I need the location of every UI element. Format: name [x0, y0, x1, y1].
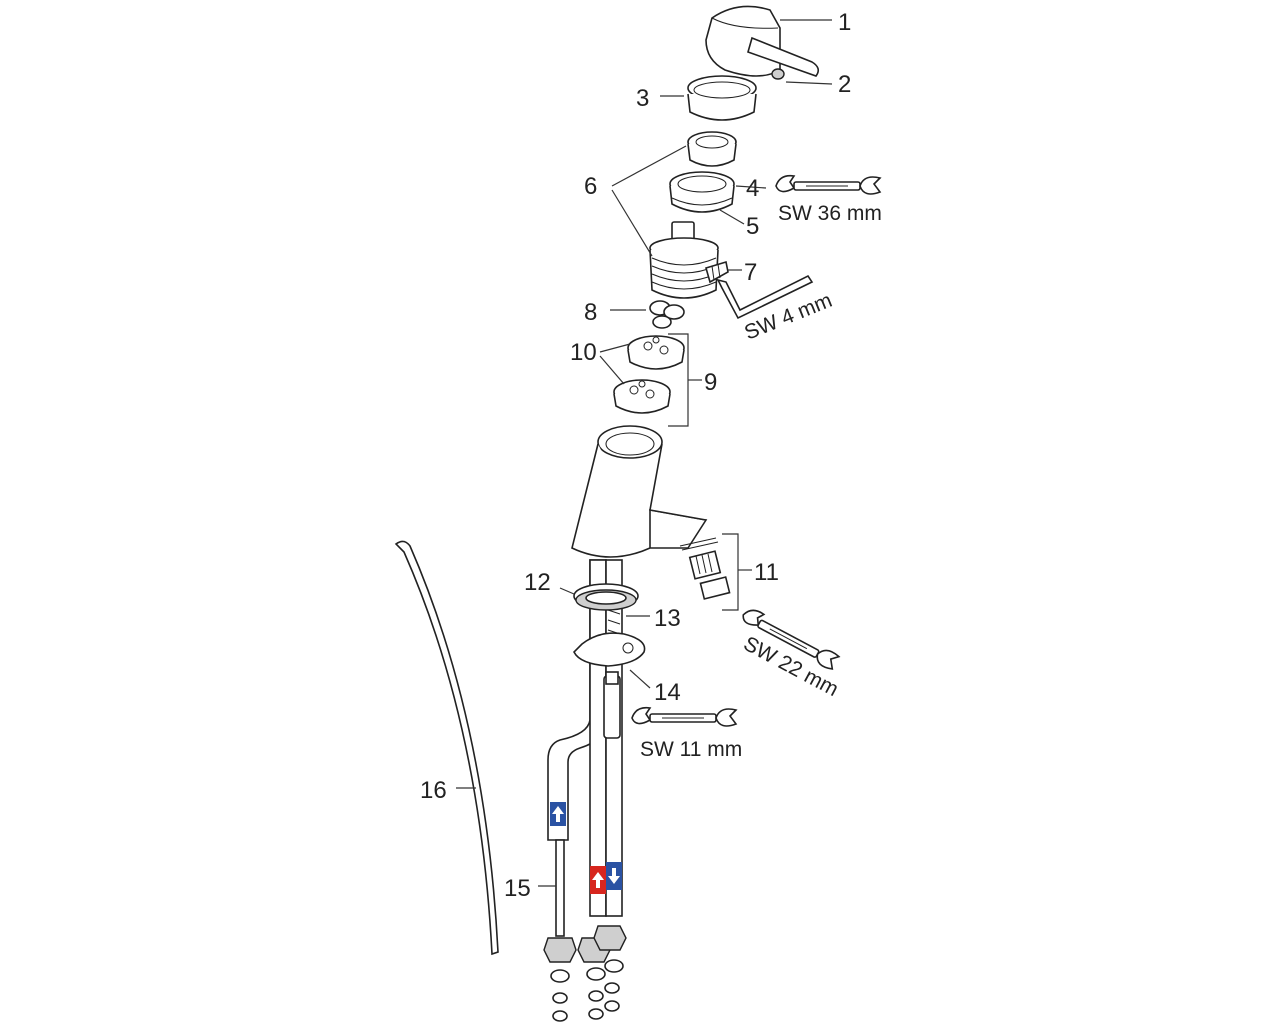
hot-marker [590, 866, 606, 894]
part-gasket [573, 583, 639, 611]
arrow-down-icon [608, 868, 620, 884]
part-nut [669, 171, 735, 213]
part-flexible-hose [394, 540, 499, 956]
leader-5 [719, 209, 745, 225]
leader-4 [735, 185, 767, 189]
wrench-size-4: SW 4 mm [741, 289, 835, 345]
leader-12 [559, 587, 575, 595]
leader-14 [629, 669, 651, 689]
wrench-size-36: SW 36 mm [778, 202, 882, 225]
label-5: 5 [746, 213, 759, 240]
leader-6b [611, 189, 653, 257]
label-13: 13 [654, 605, 681, 632]
leader-6a [611, 145, 687, 187]
label-2: 2 [838, 71, 851, 98]
cold-marker-lower [606, 862, 622, 890]
part-connection-rod [555, 839, 565, 937]
leader-10a [599, 343, 631, 353]
part-cartridge [649, 221, 719, 299]
part-o-rings [649, 300, 685, 329]
part-aerator [679, 537, 731, 600]
part-cover-ring [687, 75, 757, 121]
part-faucet-body [571, 425, 708, 558]
part-grub-screw [771, 68, 785, 80]
part-mounting-plate [573, 632, 646, 739]
leader-10b [599, 355, 625, 385]
wrench-icon [742, 609, 841, 670]
label-14: 14 [654, 679, 681, 706]
label-11: 11 [754, 559, 779, 586]
label-16: 16 [420, 777, 447, 804]
label-9: 9 [704, 369, 717, 396]
wrench-icon [775, 174, 882, 195]
part-screw [705, 260, 729, 284]
label-7: 7 [744, 259, 757, 286]
bracket-11 [722, 533, 739, 611]
label-10: 10 [570, 339, 597, 366]
label-15: 15 [504, 875, 531, 902]
part-valve-plate-lower [613, 379, 671, 414]
part-adapter [687, 131, 737, 167]
hex-key-icon [716, 274, 814, 320]
label-12: 12 [524, 569, 551, 596]
arrow-up-icon [592, 872, 604, 888]
leader-2 [785, 81, 833, 85]
label-6: 6 [584, 173, 597, 200]
label-4: 4 [746, 175, 759, 202]
wrench-size-11: SW 11 mm [640, 738, 742, 761]
label-3: 3 [636, 85, 649, 112]
wrench-icon [631, 706, 738, 727]
part-fittings [543, 925, 627, 1022]
label-8: 8 [584, 299, 597, 326]
label-1: 1 [838, 9, 851, 36]
part-handle [705, 5, 820, 77]
cold-marker-upper [550, 802, 566, 826]
arrow-up-icon [552, 806, 564, 822]
part-valve-plate-upper [627, 335, 685, 370]
